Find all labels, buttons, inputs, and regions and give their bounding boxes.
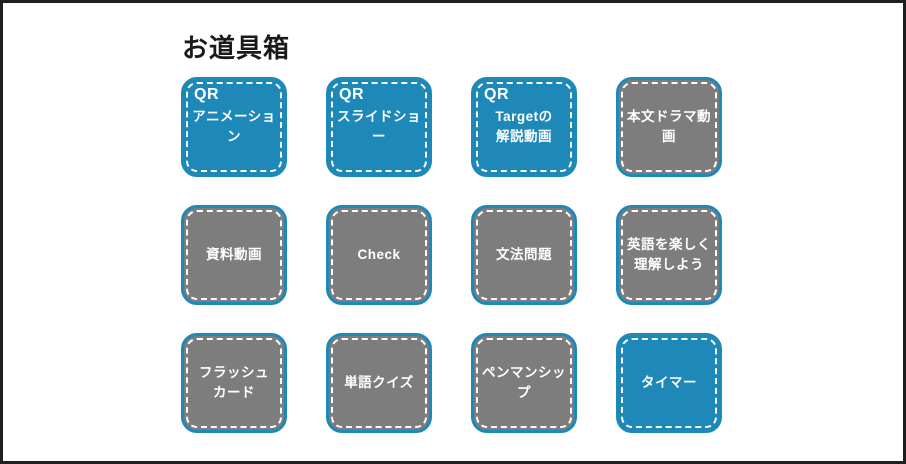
tile-label: Check <box>357 246 401 262</box>
tile-label: Targetの 解説動画 <box>495 108 553 144</box>
tile-penmanship[interactable]: ペンマンシップ <box>471 333 577 433</box>
tile-qr-animation[interactable]: QR アニメーション <box>181 77 287 177</box>
tile-label: 英語を楽しく 理解しよう <box>627 236 711 272</box>
tile-label: ペンマンシップ <box>482 364 566 400</box>
tile-timer[interactable]: タイマー <box>616 333 722 433</box>
tile-label: アニメーション <box>192 108 276 144</box>
qr-badge: QR <box>339 86 364 103</box>
tile-check[interactable]: Check <box>326 205 432 305</box>
tile-label: タイマー <box>641 374 697 390</box>
tile-label: 資料動画 <box>206 246 262 262</box>
page-title: お道具箱 <box>182 33 291 64</box>
tile-label: 本文ドラマ動画 <box>627 108 711 144</box>
qr-badge: QR <box>194 86 219 103</box>
tile-qr-slideshow[interactable]: QR スライドショー <box>326 77 432 177</box>
tile-word-quiz[interactable]: 単語クイズ <box>326 333 432 433</box>
tile-qr-target-explainer-video[interactable]: QR Targetの 解説動画 <box>471 77 577 177</box>
tile-main-text-drama-video[interactable]: 本文ドラマ動画 <box>616 77 722 177</box>
tile-reference-video[interactable]: 資料動画 <box>181 205 287 305</box>
tile-label: フラッシュ カード <box>199 364 269 400</box>
tile-enjoy-understanding-english[interactable]: 英語を楽しく 理解しよう <box>616 205 722 305</box>
tile-label: スライドショー <box>337 108 421 144</box>
tile-label: 文法問題 <box>496 246 552 262</box>
tile-label: 単語クイズ <box>344 374 414 390</box>
tile-flash-cards[interactable]: フラッシュ カード <box>181 333 287 433</box>
tile-grid: QR アニメーション QR スライドショー QR Targetの 解説動画 本文… <box>181 77 722 433</box>
qr-badge: QR <box>484 86 509 103</box>
tile-grammar-questions[interactable]: 文法問題 <box>471 205 577 305</box>
